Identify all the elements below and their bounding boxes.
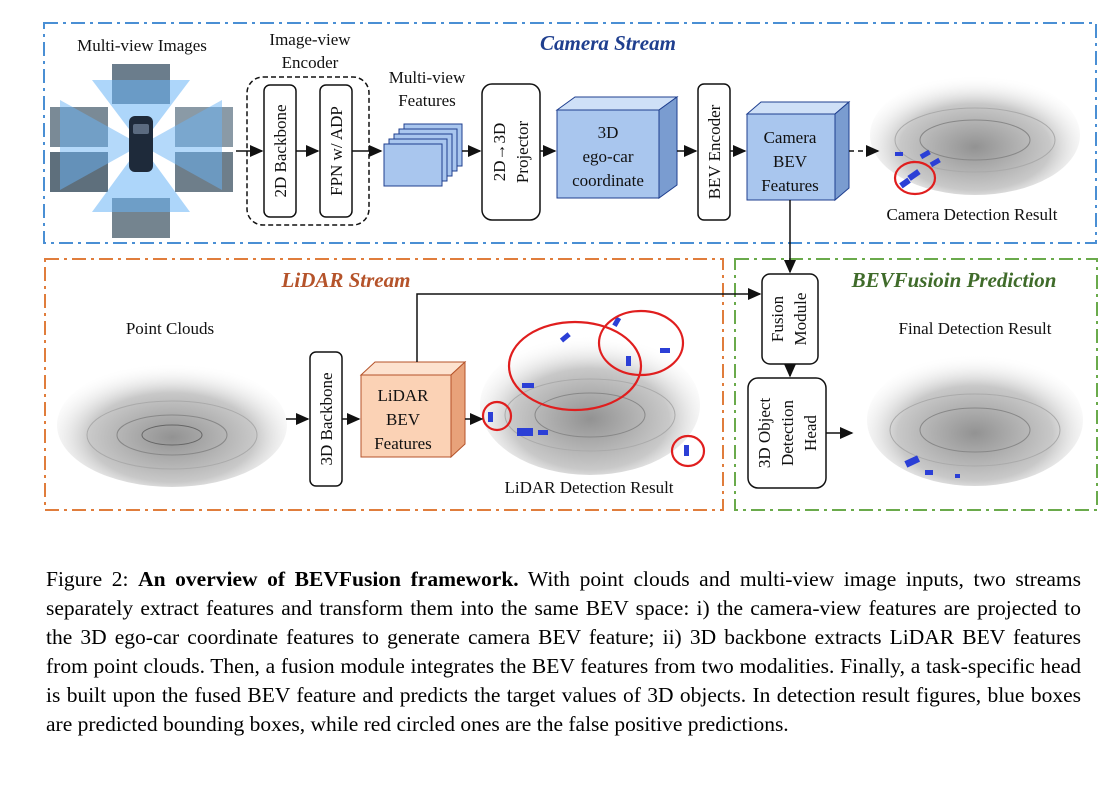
camera-detection-image (870, 75, 1080, 196)
fusion-flow-arrows (784, 364, 854, 439)
bevfusion-diagram: Camera Stream LiDAR Stream BEVFusioin Pr… (43, 22, 1098, 511)
final-detection-image (867, 354, 1083, 486)
lidar-detection-image (480, 309, 706, 475)
camera-stream-panel (43, 22, 1097, 244)
multi-view-images-label: Multi-view Images (77, 36, 207, 55)
detection-head-label-line2: Detection (778, 399, 797, 466)
projector-label-line1: 2D→3D (490, 123, 509, 182)
fusion-module-label-line1: Fusion (768, 295, 787, 342)
lidar-bev-label-line2: BEV (386, 410, 421, 429)
bev-encoder-label: BEV Encoder (705, 104, 724, 199)
lidar-stream-panel (44, 258, 724, 511)
backbone-2d-label: 2D Backbone (271, 104, 290, 197)
lidar-bev-features-cube (359, 360, 467, 459)
caption-figure-number: Figure 2: (46, 567, 139, 591)
camera-detection-label: Camera Detection Result (887, 205, 1058, 224)
features-label-line2: Features (398, 91, 456, 110)
camera-flow-arrows (236, 145, 880, 274)
encoder-title-line1: Image-view (269, 30, 351, 49)
detection-head-label-line3: Head (801, 415, 820, 451)
features-label-line1: Multi-view (389, 68, 466, 87)
backbone-3d-label: 3D Backbone (317, 372, 336, 465)
fusion-title: BEVFusioin Prediction (851, 268, 1057, 292)
projector-box (481, 83, 541, 221)
lidar-bev-label-line1: LiDAR (378, 386, 430, 405)
camera-bev-features-cube (745, 100, 851, 202)
caption-body: With point clouds and multi-view image i… (46, 567, 1081, 736)
camera-bev-label-line3: Features (761, 176, 819, 195)
multi-view-features-stack (383, 123, 463, 187)
lidar-detection-label: LiDAR Detection Result (504, 478, 673, 497)
projector-label-line2: Projector (513, 121, 532, 184)
fpn-label: FPN w/ ADP (327, 106, 346, 196)
lidar-stream-title: LiDAR Stream (281, 268, 411, 292)
fusion-panel (734, 258, 1098, 511)
coordinate-label-line1: 3D (598, 123, 619, 142)
bev-encoder-box (697, 83, 731, 221)
fusion-module-label-line2: Module (791, 293, 810, 346)
encoder-title-line2: Encoder (282, 53, 339, 72)
camera-stream-title: Camera Stream (540, 31, 676, 55)
final-detection-label: Final Detection Result (899, 319, 1052, 338)
ego-car-coordinate-cube (555, 96, 679, 199)
point-clouds-label: Point Clouds (126, 319, 214, 338)
multi-view-images (50, 64, 233, 238)
camera-bev-label-line2: BEV (773, 152, 808, 171)
coordinate-label-line3: coordinate (572, 171, 644, 190)
caption-bold-title: An overview of BEVFusion framework. (138, 567, 519, 591)
figure-caption: Figure 2: An overview of BEVFusion frame… (46, 565, 1081, 739)
lidar-bev-label-line3: Features (374, 434, 432, 453)
detection-head-label-line1: 3D Object (755, 398, 774, 469)
lidar-flow-arrows (286, 288, 762, 425)
coordinate-label-line2: ego-car (583, 147, 634, 166)
camera-bev-label-line1: Camera (764, 128, 817, 147)
point-cloud-image (57, 363, 287, 487)
